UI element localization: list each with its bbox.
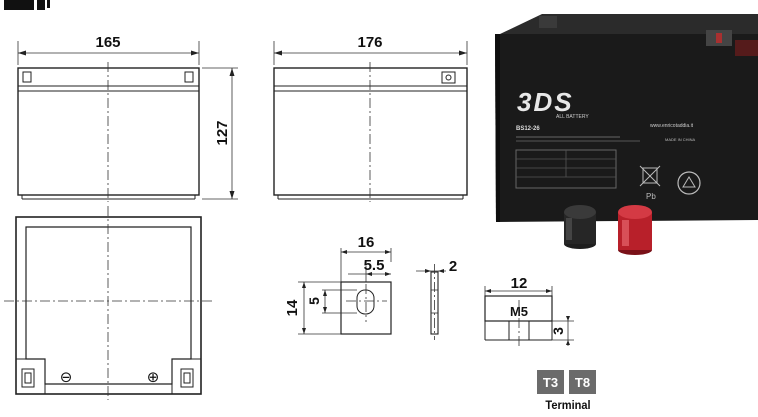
battery-case: [495, 34, 758, 222]
negative-symbol: ⊖: [60, 368, 73, 386]
top-terminal-negative: [21, 368, 35, 388]
side-view: 176: [273, 34, 468, 202]
terminal-thickness-detail: 2: [416, 258, 457, 340]
bolt-thread-label: M5: [510, 304, 528, 319]
dim-arrow: [18, 50, 26, 56]
positive-symbol: ⊕: [147, 368, 160, 386]
side-terminal: [441, 71, 456, 84]
dim-arrow: [274, 50, 282, 56]
bolt-width-label: 12: [511, 275, 528, 292]
top-outline: [15, 216, 202, 395]
front-outline: [17, 67, 200, 196]
top-terminal-positive: [180, 368, 194, 388]
corner-logo-fragment: [0, 0, 54, 12]
top-view: ⊖ ⊕: [4, 206, 212, 400]
terminal-caption: Terminal: [545, 398, 591, 412]
dim-arrow: [191, 50, 199, 56]
plate-height-label: 14: [284, 299, 301, 316]
terminal-plate-detail: 16 5.5 14 5: [284, 234, 392, 335]
front-width-label: 165: [95, 34, 120, 51]
battery-recycle-label: Pb: [646, 192, 656, 201]
bin-icon: [639, 165, 661, 187]
front-terminal-right: [184, 71, 194, 83]
front-height-label: 127: [214, 120, 231, 145]
plate-hole-height-label: 5: [306, 297, 322, 305]
battery-model: BS12-26: [516, 126, 540, 132]
terminal-badge-t8: T8: [569, 370, 596, 394]
bolt-height-label: 3: [550, 327, 566, 335]
side-width-label: 176: [357, 34, 382, 51]
battery-brand-sub: ALL BATTERY: [556, 114, 589, 120]
battery-top-lid: [500, 14, 758, 34]
thickness-label: 2: [449, 258, 457, 275]
front-view: 165 127: [17, 34, 238, 202]
dim-arrow: [459, 50, 467, 56]
dim-arrow: [229, 191, 235, 199]
negative-terminal-cap: [564, 205, 596, 249]
side-outline: [273, 67, 468, 196]
plate-hole-offset-label: 5.5: [364, 257, 385, 274]
front-terminal-left: [22, 71, 32, 83]
battery-website: www.enricotaddia.it: [650, 123, 694, 129]
terminal-hole: [356, 289, 375, 315]
battery-brand: 3DS: [517, 87, 574, 117]
top-inner-lip: [25, 226, 192, 385]
plate-width-label: 16: [358, 234, 375, 251]
positive-terminal-cap: [618, 205, 652, 255]
product-photo: 3DS ALL BATTERY BS12-26 www.enricotaddia…: [495, 14, 758, 255]
battery-origin: MADE IN CHINA: [665, 137, 696, 142]
recycle-icon: [677, 171, 701, 195]
dim-arrow: [229, 68, 235, 76]
terminal-bolt-detail: 12 M5 3: [484, 275, 574, 346]
terminal-badge-t3: T3: [537, 370, 564, 394]
terminal-plate: [340, 281, 392, 335]
